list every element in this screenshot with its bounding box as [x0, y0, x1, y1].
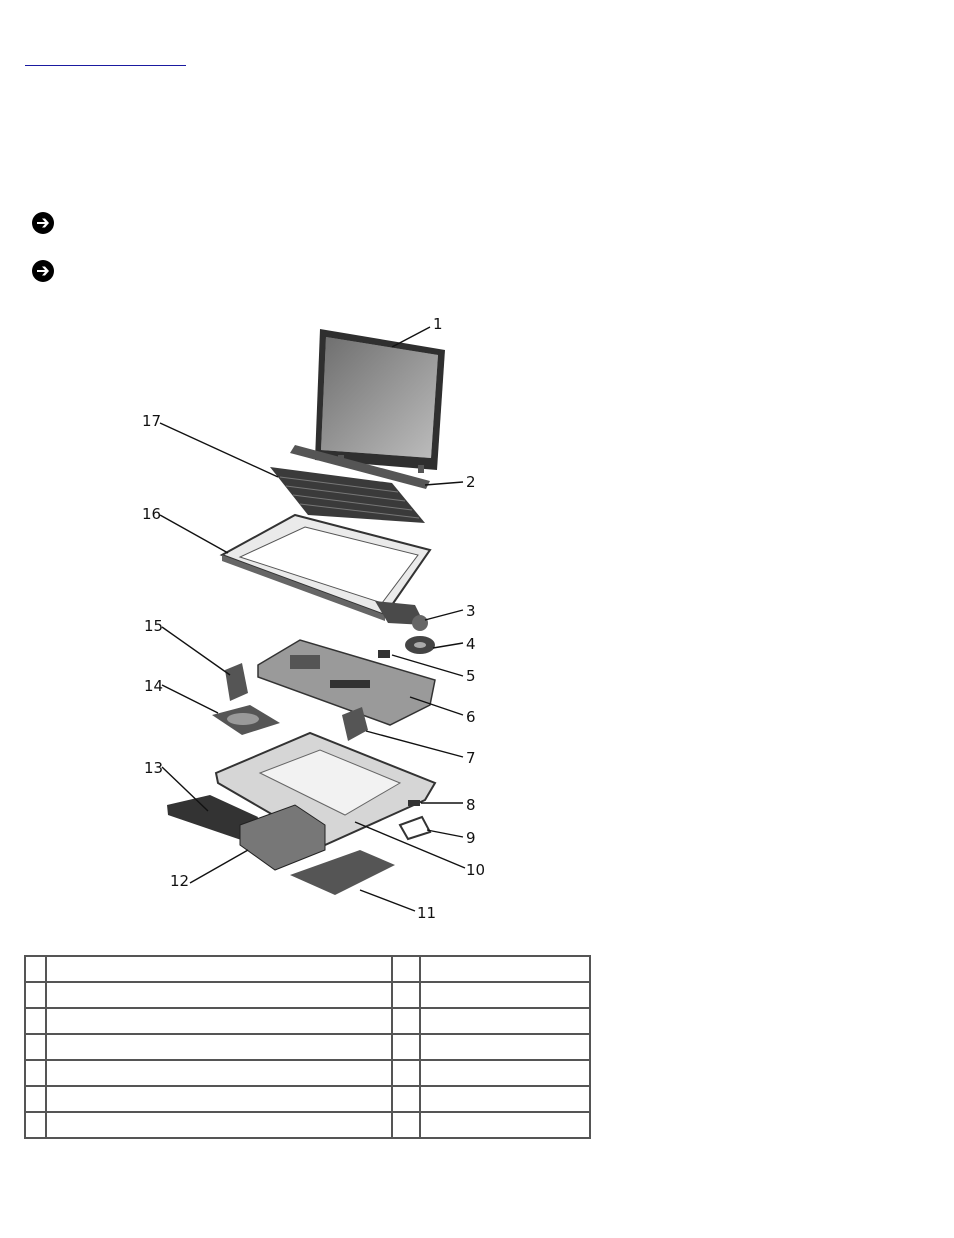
notice-icon [32, 212, 54, 234]
callout-label: 11 [417, 904, 436, 922]
page-cut-off [20, 1178, 620, 1238]
callout-label: 4 [466, 635, 476, 653]
callout-label: 16 [142, 505, 161, 523]
callout-label: 8 [466, 796, 476, 814]
callout-label: 13 [144, 759, 163, 777]
table-row [24, 981, 591, 1009]
callout-label: 10 [466, 861, 485, 879]
table-row [24, 1085, 591, 1113]
table-row [24, 1007, 591, 1035]
display-assembly [315, 329, 445, 473]
callout-label: 5 [466, 667, 476, 685]
callout-label: 2 [466, 473, 476, 491]
table-row [24, 1033, 591, 1061]
exploded-view-diagram: 1 2 3 4 5 6 7 8 9 10 11 12 13 14 15 16 1… [142, 315, 485, 922]
callout-label: 7 [466, 749, 476, 767]
top-link[interactable] [25, 52, 186, 66]
parts-table [24, 955, 591, 1139]
callout-label: 12 [170, 872, 189, 890]
callout-label: 3 [466, 602, 476, 620]
callout-label: 1 [433, 315, 443, 333]
table-row [24, 955, 591, 983]
table-row [24, 1111, 591, 1139]
callout-label: 14 [144, 677, 163, 695]
callout-label: 17 [142, 412, 161, 430]
callout-label: 9 [466, 829, 476, 847]
callout-label: 6 [466, 708, 476, 726]
notice-icon [32, 260, 54, 282]
callout-label: 15 [144, 617, 163, 635]
table-row [24, 1059, 591, 1087]
